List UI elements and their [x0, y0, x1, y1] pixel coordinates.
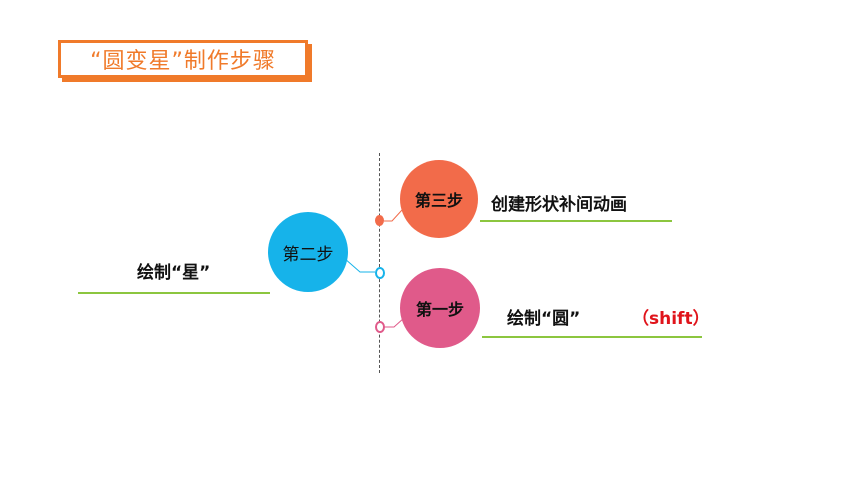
timeline-dot-step1 [375, 321, 385, 333]
step1-circle-text: 第一步 [415, 300, 464, 319]
timeline-dot-step3 [375, 215, 384, 226]
page-title-text: “圆变星”制作步骤 [90, 49, 276, 74]
timeline-dot-step2 [375, 267, 385, 279]
connector-step3 [384, 209, 403, 222]
step3-circle: 第三步 [400, 160, 478, 238]
step2-label: 绘制“星” [137, 263, 211, 283]
step1-circle: 第一步 [400, 268, 480, 348]
step3-label: 创建形状补间动画 [491, 195, 627, 215]
step1-note: （shift） [632, 309, 710, 329]
step1-underline [482, 336, 702, 338]
step2-circle: 第二步 [268, 212, 348, 292]
connector-step2 [343, 257, 375, 273]
page-title: “圆变星”制作步骤 [58, 40, 308, 78]
connector-step1 [384, 317, 405, 328]
timeline-axis [379, 153, 380, 373]
step1-label: 绘制“圆” [507, 309, 581, 329]
step3-circle-text: 第三步 [414, 191, 463, 210]
step2-circle-text: 第二步 [282, 244, 334, 265]
step2-underline [78, 292, 270, 294]
step3-underline [480, 220, 672, 222]
